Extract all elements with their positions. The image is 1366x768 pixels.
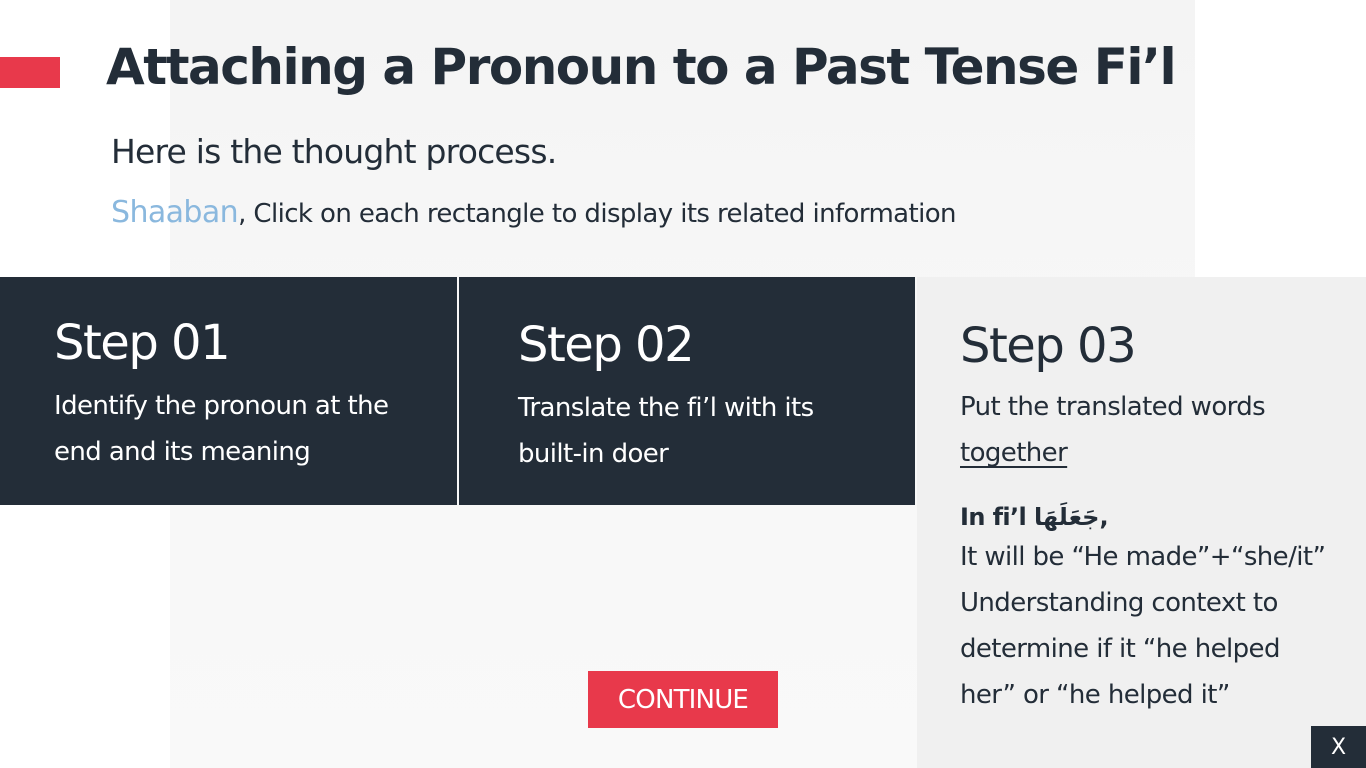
step-03-example-label: In fi’l جَعَلَهَا,: [960, 503, 1109, 531]
step-03-heading: Step 03: [960, 318, 1137, 374]
page-title: Attaching a Pronoun to a Past Tense Fi’l: [106, 38, 1177, 96]
instruction-body: , Click on each rectangle to display its…: [238, 199, 956, 229]
step-01-heading: Step 01: [54, 315, 231, 371]
close-button[interactable]: X: [1311, 726, 1366, 768]
page-subtitle: Here is the thought process.: [111, 132, 557, 171]
step-02-description: Translate the fi’l with its built-in doe…: [518, 385, 915, 477]
step-03-description: Put the translated words together: [960, 384, 1366, 476]
user-name: Shaaban: [111, 195, 239, 230]
step-02-heading: Step 02: [518, 317, 695, 373]
step-03-example-line-2: Understanding context to: [960, 588, 1278, 618]
step-03-example-line-3: determine if it “he helped: [960, 634, 1280, 664]
step-02-line-2: built-in doer: [518, 439, 669, 469]
step-01-line-1: Identify the pronoun at the: [54, 391, 389, 421]
step-01-card[interactable]: Step 01 Identify the pronoun at the end …: [0, 277, 457, 505]
step-01-line-2: end and its meaning: [54, 437, 311, 467]
continue-button[interactable]: CONTINUE: [588, 671, 778, 728]
instruction-text: Shaaban, Click on each rectangle to disp…: [111, 195, 957, 230]
step-03-example-line-4: her” or “he helped it”: [960, 680, 1230, 710]
step-03-card[interactable]: Step 03 Put the translated words togethe…: [917, 277, 1366, 768]
title-accent-bar: [0, 57, 60, 88]
step-03-line-1: Put the translated words: [960, 392, 1266, 422]
step-03-example-text: It will be “He made”+“she/it” Understand…: [960, 534, 1366, 718]
step-03-line-2: together: [960, 438, 1068, 468]
step-02-line-1: Translate the fi’l with its: [518, 393, 814, 423]
step-01-description: Identify the pronoun at the end and its …: [54, 383, 457, 475]
step-02-card[interactable]: Step 02 Translate the fi’l with its buil…: [459, 277, 915, 505]
step-03-example-line-1: It will be “He made”+“she/it”: [960, 542, 1326, 572]
